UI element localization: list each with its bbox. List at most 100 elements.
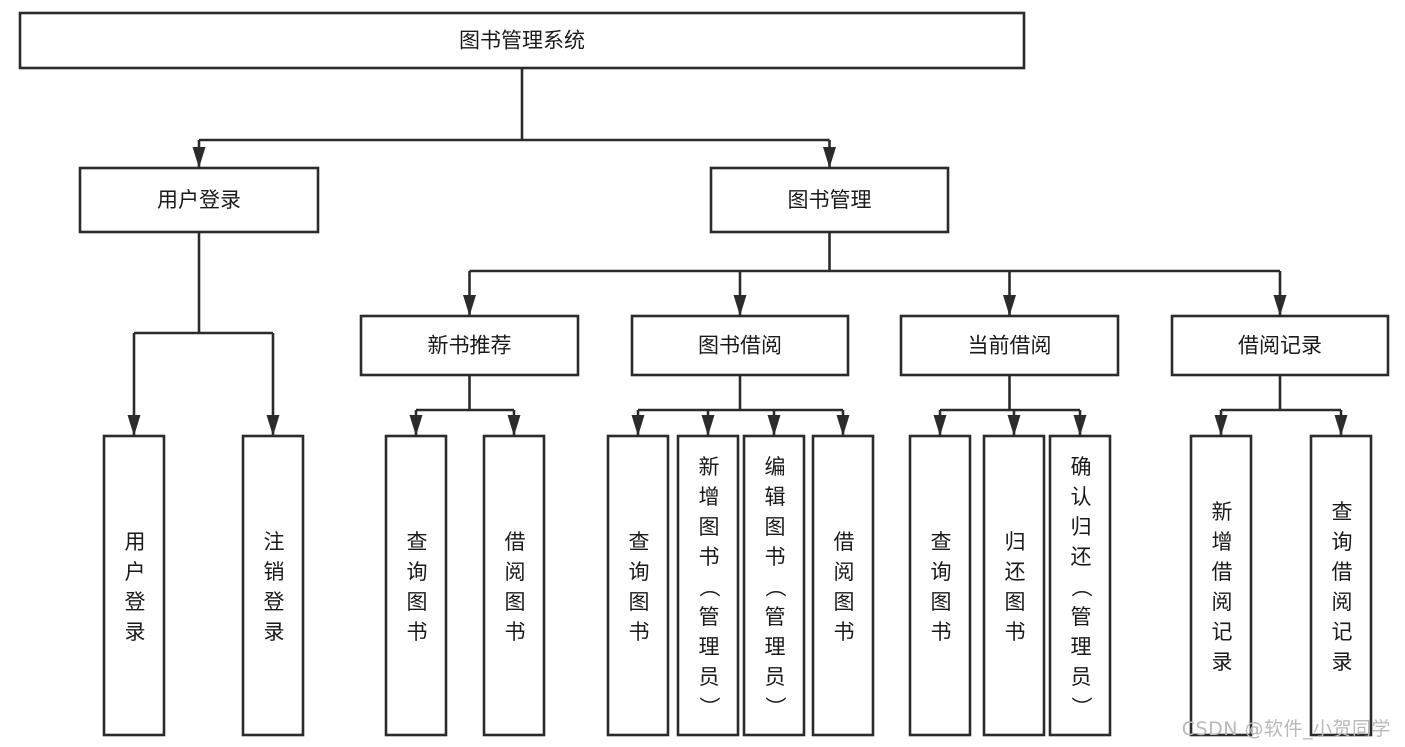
arrow-head-icon	[507, 415, 521, 436]
node-label-char: ）	[1069, 696, 1093, 717]
node-label-char: 认	[1071, 485, 1092, 509]
arrow-head-icon	[1273, 295, 1287, 316]
node-label-char: 编	[765, 455, 786, 479]
node-label-char: 借	[1332, 560, 1353, 584]
node-label: 图书管理系统	[459, 29, 585, 53]
node-label-char: 录	[125, 620, 146, 644]
arrow-head-icon	[266, 415, 280, 436]
node-label-char: 销	[264, 560, 285, 584]
node-label-char: 记	[1212, 620, 1233, 644]
node-label-char: 户	[125, 560, 146, 584]
arrow-head-icon	[631, 415, 645, 436]
node-box	[384, 434, 448, 737]
node-label-char: 图	[407, 590, 428, 614]
node-label-char: 书	[629, 620, 650, 644]
node-label: 图书管理	[788, 188, 872, 212]
arrow-head-icon	[192, 147, 206, 168]
node-label-char: 询	[629, 560, 650, 584]
node-label-char: 还	[1005, 560, 1026, 584]
node-label-char: 图	[699, 515, 720, 539]
node-label-char: 管	[699, 605, 720, 629]
node-label-char: 员	[1071, 665, 1092, 689]
node-label-char: 图	[931, 590, 952, 614]
arrow-head-icon	[127, 415, 141, 436]
node-l2-book-manage[interactable]: 图书管理	[709, 166, 950, 234]
node-label-char: 书	[1005, 620, 1026, 644]
node-box	[676, 434, 740, 737]
node-label-char: 阅	[1332, 590, 1353, 614]
node-label-char: 理	[1071, 635, 1092, 659]
arrow-head-icon	[733, 295, 747, 316]
node-l3-borrow[interactable]: 图书借阅	[630, 314, 850, 377]
arrow-head-icon	[836, 415, 850, 436]
node-box	[359, 314, 580, 377]
node-label-char: 增	[1212, 530, 1233, 554]
node-l3-current[interactable]: 当前借阅	[899, 314, 1120, 377]
node-label-char: 理	[765, 635, 786, 659]
arrow-head-icon	[1003, 295, 1016, 316]
node-label-char: 查	[629, 530, 650, 554]
node-box	[742, 434, 806, 737]
node-label-char: 查	[1332, 500, 1353, 524]
node-label-char: 员	[699, 665, 720, 689]
node-label-char: 借	[1212, 560, 1233, 584]
arrow-head-icon	[701, 415, 715, 436]
csdn-watermark: CSDN @软件_小贺同学	[1181, 718, 1391, 740]
node-label-char: 图	[505, 590, 526, 614]
node-label-char: 新	[1212, 500, 1233, 524]
node-root[interactable]: 图书管理系统	[18, 11, 1026, 70]
node-label-char: 阅	[834, 560, 855, 584]
node-box	[78, 166, 320, 234]
node-l3-record[interactable]: 借阅记录	[1170, 314, 1390, 377]
node-label-char: 询	[931, 560, 952, 584]
node-label-char: 书	[407, 620, 428, 644]
node-label-char: 确	[1071, 455, 1092, 479]
node-box	[709, 166, 950, 234]
node-label-char: 借	[834, 530, 855, 554]
arrow-head-icon	[767, 415, 781, 436]
node-label-char: 图	[1005, 590, 1026, 614]
node-label-char: 询	[1332, 530, 1353, 554]
node-label-char: 归	[1005, 530, 1026, 554]
node-label-char: 增	[699, 485, 720, 509]
node-layer: 图书管理系统用户登录图书管理新书推荐图书借阅当前借阅借阅记录用户登录注销登录查询…	[18, 11, 1390, 737]
node-l2-user-login[interactable]: 用户登录	[78, 166, 320, 234]
node-label-char: 图	[765, 515, 786, 539]
arrow-head-icon	[823, 147, 836, 168]
node-label-char: （	[1069, 576, 1093, 597]
node-label-char: ）	[763, 696, 787, 717]
node-box	[1170, 314, 1390, 377]
node-label-char: 书	[834, 620, 855, 644]
node-label-char: 记	[1332, 620, 1353, 644]
node-label-char: 查	[407, 530, 428, 554]
node-box	[102, 434, 166, 737]
node-label: 当前借阅	[968, 334, 1052, 358]
node-label-char: 登	[264, 590, 285, 614]
arrow-head-icon	[409, 415, 423, 436]
connector-layer	[127, 68, 1348, 436]
node-label-char: 员	[765, 665, 786, 689]
node-label-char: 书	[931, 620, 952, 644]
node-l3-new-book[interactable]: 新书推荐	[359, 314, 580, 377]
node-box	[606, 434, 670, 737]
node-label-char: 注	[264, 530, 285, 554]
node-label-char: 书	[505, 620, 526, 644]
arrow-head-icon	[463, 295, 476, 316]
node-box	[1309, 434, 1373, 737]
node-label-char: 书	[699, 545, 720, 569]
node-leaf-user-login[interactable]: 用户登录	[102, 434, 166, 737]
node-box	[1189, 434, 1253, 737]
